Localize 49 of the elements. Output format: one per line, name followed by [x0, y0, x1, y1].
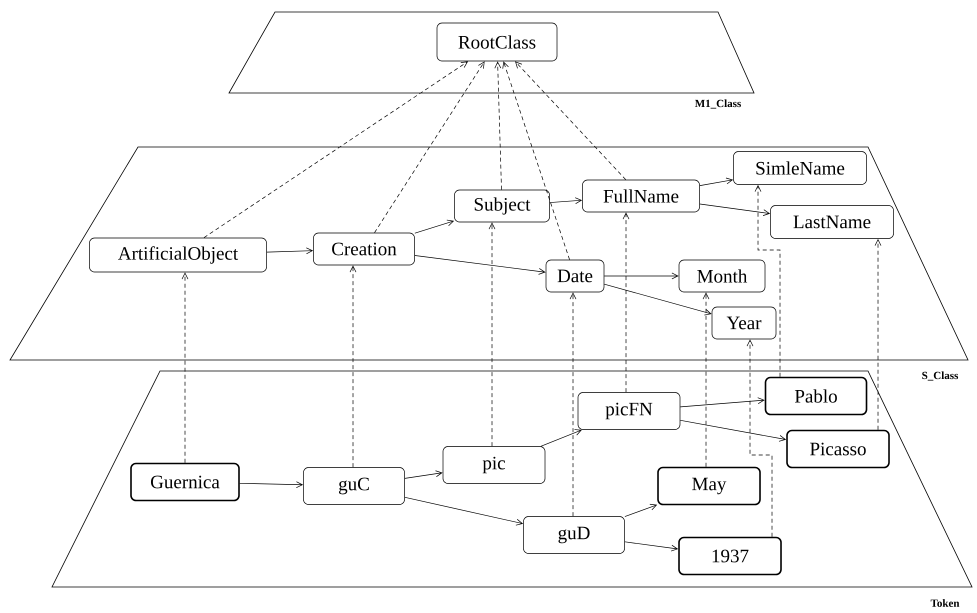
- arrow: [540, 429, 582, 446]
- class-box: Guernica: [130, 462, 240, 502]
- class-box: SimleName: [733, 151, 867, 185]
- arrow: [680, 397, 765, 408]
- dashed-arrow: [754, 184, 780, 378]
- class-box: Date: [546, 260, 604, 292]
- class-box: May: [657, 466, 761, 506]
- class-box: Pablo: [764, 376, 868, 416]
- class-box: guD: [523, 516, 625, 554]
- dashed-arrow: [746, 339, 772, 538]
- dashed-arrow: [874, 238, 882, 430]
- arrow: [266, 248, 314, 254]
- class-box: Year: [712, 306, 776, 340]
- arrow: [624, 504, 658, 517]
- class-box: Picasso: [786, 430, 890, 468]
- dashed-arrow: [494, 61, 502, 190]
- dashed-arrow: [570, 292, 576, 516]
- arrow: [550, 197, 582, 204]
- class-box: picFN: [578, 392, 680, 430]
- class-box: pic: [442, 446, 546, 484]
- class-box: ArtificialObject: [89, 238, 267, 272]
- arrow: [404, 470, 443, 479]
- class-box: 1937: [678, 536, 782, 576]
- class-box: Month: [678, 260, 766, 292]
- arrow: [700, 204, 770, 216]
- class-box: Creation: [313, 232, 415, 266]
- class-box: RootClass: [436, 22, 558, 62]
- dashed-arrow: [502, 61, 570, 260]
- dashed-arrow: [204, 61, 468, 238]
- dashed-arrow: [702, 292, 710, 468]
- class-box: guC: [303, 467, 405, 505]
- dashed-arrow: [350, 265, 356, 468]
- dashed-arrow: [374, 61, 485, 233]
- arrow: [604, 284, 712, 316]
- class-box: FullName: [582, 180, 700, 212]
- dashed-arrow: [182, 272, 188, 464]
- arrow: [604, 272, 679, 280]
- arrow: [414, 255, 546, 275]
- arrow: [239, 481, 304, 488]
- dashed-arrow: [488, 222, 496, 446]
- arrow: [700, 178, 734, 186]
- class-box: Subject: [454, 190, 550, 222]
- arrow: [680, 420, 786, 442]
- arrow: [624, 541, 678, 552]
- arrow: [404, 496, 524, 526]
- dashed-arrow: [515, 61, 626, 180]
- dashed-arrow: [622, 212, 630, 392]
- arrow: [414, 220, 454, 234]
- class-box: LastName: [770, 205, 894, 239]
